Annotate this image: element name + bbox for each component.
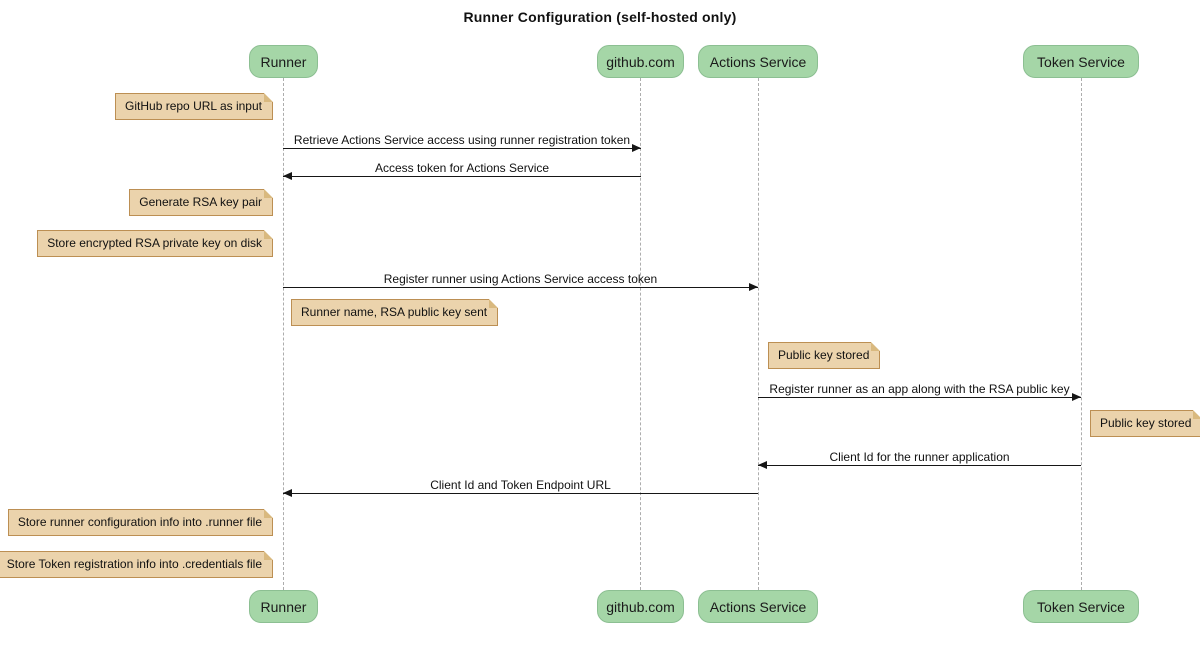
message-line [283,493,758,494]
note-text: Runner name, RSA public key sent [301,305,488,319]
message-label: Client Id for the runner application [829,450,1010,464]
arrowhead-left-icon [758,461,767,469]
arrowhead-right-icon [632,144,641,152]
participant-actions-service-top: Actions Service [698,45,818,78]
note-text: Generate RSA key pair [139,195,262,209]
participant-runner-top: Runner [249,45,318,78]
participant-label: Runner [260,598,307,615]
participant-label: github.com [606,53,675,70]
lifeline-github [640,78,641,590]
participant-label: Token Service [1037,598,1125,615]
message-line [283,287,758,288]
arrowhead-right-icon [1072,393,1081,401]
participant-label: Token Service [1037,53,1125,70]
note-text: Public key stored [1100,416,1192,430]
message-label: Retrieve Actions Service access using ru… [293,133,631,147]
note-store-credentials-file: Store Token registration info into .cred… [0,551,274,578]
note-store-private-key: Store encrypted RSA private key on disk [37,230,273,257]
message-register-runner-app: Register runner as an app along with the… [758,382,1081,401]
note-text: Public key stored [778,348,870,362]
message-label: Access token for Actions Service [374,161,550,175]
participant-actions-service-bottom: Actions Service [698,590,818,623]
message-line [758,397,1081,398]
note-public-key-stored-token: Public key stored [1090,410,1200,437]
note-text: Store encrypted RSA private key on disk [47,236,262,250]
participant-github-bottom: github.com [597,590,684,623]
note-store-runner-file: Store runner configuration info into .ru… [7,509,274,536]
participant-label: Runner [260,53,307,70]
lifeline-runner [283,78,284,590]
participant-github-top: github.com [597,45,684,78]
participant-label: Actions Service [709,53,807,70]
diagram-title: Runner Configuration (self-hosted only) [463,9,737,25]
arrowhead-left-icon [283,172,292,180]
note-text: Store runner configuration info into .ru… [17,515,262,529]
participant-token-service-bottom: Token Service [1023,590,1139,623]
note-generate-rsa-key: Generate RSA key pair [129,189,273,216]
arrowhead-left-icon [283,489,292,497]
message-label: Client Id and Token Endpoint URL [430,478,611,492]
lifeline-actions-service [758,78,759,590]
participant-label: github.com [606,598,675,615]
note-text: GitHub repo URL as input [125,99,262,113]
participant-runner-bottom: Runner [249,590,318,623]
message-access-token: Access token for Actions Service [283,161,641,180]
participant-token-service-top: Token Service [1023,45,1139,78]
participant-label: Actions Service [709,598,807,615]
message-line [758,465,1081,466]
note-github-repo-url: GitHub repo URL as input [115,93,273,120]
message-label: Register runner using Actions Service ac… [383,272,658,286]
message-client-id-endpoint: Client Id and Token Endpoint URL [283,478,758,497]
message-register-runner: Register runner using Actions Service ac… [283,272,758,291]
message-label: Register runner as an app along with the… [769,382,1070,396]
note-runner-name-public-key: Runner name, RSA public key sent [291,299,499,326]
arrowhead-right-icon [749,283,758,291]
message-line [283,176,641,177]
message-retrieve-actions-access: Retrieve Actions Service access using ru… [283,133,641,152]
message-line [283,148,641,149]
note-text: Store Token registration info into .cred… [6,557,262,571]
note-public-key-stored-actions: Public key stored [768,342,881,369]
message-client-id: Client Id for the runner application [758,450,1081,469]
lifeline-token-service [1081,78,1082,590]
